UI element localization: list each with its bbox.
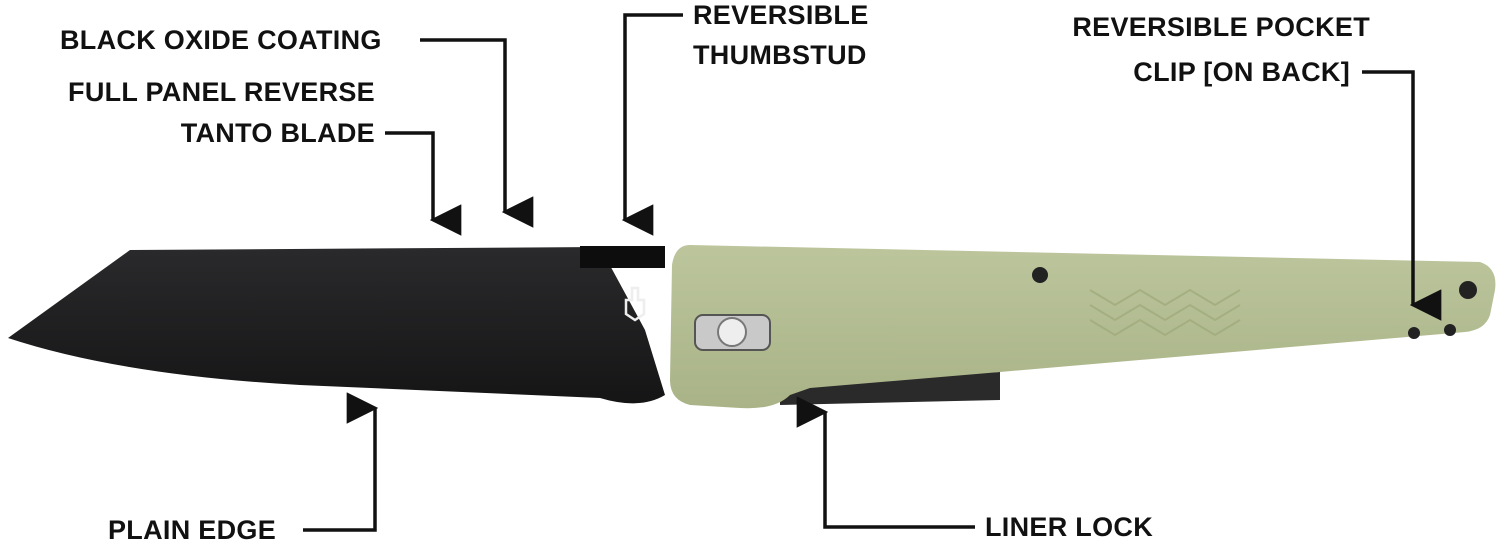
clip-hole xyxy=(1444,324,1456,336)
label-clip-line2: CLIP [ON BACK] xyxy=(1133,57,1350,87)
label-plain-edge: PLAIN EDGE xyxy=(108,515,277,545)
label-thumbstud-line2: THUMBSTUD xyxy=(693,40,867,70)
thumbstud xyxy=(580,246,665,268)
clip-hole xyxy=(1408,327,1420,339)
leader-liner-lock xyxy=(796,396,975,529)
label-clip-line1: REVERSIBLE POCKET xyxy=(1072,12,1370,42)
gerber-logo-icon xyxy=(624,286,646,322)
leader-blade xyxy=(385,131,462,236)
leader-black-oxide xyxy=(420,38,534,228)
label-blade-line1: FULL PANEL REVERSE xyxy=(68,77,375,107)
label-blade-line2: TANTO BLADE xyxy=(180,118,375,148)
label-black-oxide-coating: BLACK OXIDE COATING xyxy=(60,25,382,55)
screw xyxy=(1459,281,1477,299)
screw xyxy=(1032,267,1048,283)
label-liner-lock: LINER LOCK xyxy=(985,512,1153,542)
blade xyxy=(8,247,665,404)
leader-thumbstud xyxy=(621,13,683,236)
handle xyxy=(670,245,1496,409)
label-thumbstud-line1: REVERSIBLE xyxy=(693,0,869,30)
leader-plain-edge xyxy=(303,392,379,532)
handle-texture xyxy=(1089,288,1241,337)
leader-clip xyxy=(1362,70,1442,321)
